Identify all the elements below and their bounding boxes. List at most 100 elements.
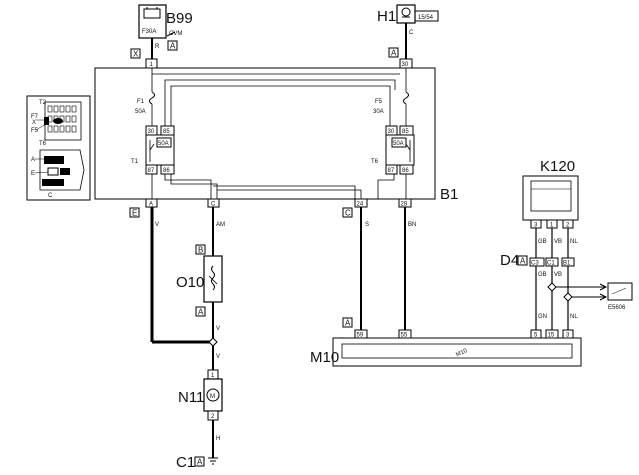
d4-label: D4 <box>500 252 519 269</box>
svg-text:3: 3 <box>534 223 538 229</box>
b1-pin-24: 24 <box>354 198 368 208</box>
svg-text:50A: 50A <box>158 141 169 147</box>
b1-badge-c: C <box>342 207 353 218</box>
wire-label-nl1: NL <box>570 239 578 245</box>
svg-text:E: E <box>31 171 35 177</box>
b99-badge-x: X <box>130 48 141 59</box>
svg-text:A: A <box>31 157 35 163</box>
svg-text:15: 15 <box>548 333 555 339</box>
svg-text:A: A <box>197 458 203 467</box>
b1-internal-wiring <box>95 68 407 200</box>
relay-t6: 30 85 50A T6 87 86 <box>371 125 415 175</box>
junction-node-nl <box>563 292 573 302</box>
relay-t1: 30 85 50A T1 87 86 <box>131 125 175 175</box>
wire-label-vb1: VB <box>554 239 562 245</box>
wire-label-v2: V <box>216 326 220 332</box>
svg-text:55: 55 <box>401 333 408 339</box>
svg-text:F5: F5 <box>31 128 39 134</box>
svg-text:C1: C1 <box>547 261 555 267</box>
svg-text:X: X <box>133 50 139 59</box>
svg-text:X: X <box>32 120 36 126</box>
svg-text:28: 28 <box>401 202 408 208</box>
svg-text:A: A <box>345 319 351 328</box>
svg-text:T2: T2 <box>39 100 47 106</box>
wire-label-c: C <box>409 30 414 36</box>
svg-text:T6: T6 <box>371 159 379 165</box>
wire-label-am: AM <box>216 222 225 228</box>
svg-text:A: A <box>391 49 397 58</box>
svg-text:C: C <box>211 202 216 208</box>
svg-text:F1: F1 <box>137 99 145 105</box>
c1-badge-a: A <box>194 456 205 467</box>
svg-text:B1: B1 <box>563 261 571 267</box>
svg-text:30: 30 <box>402 62 409 68</box>
svg-text:85: 85 <box>402 129 409 135</box>
svg-text:50A: 50A <box>393 141 404 147</box>
svg-text:86: 86 <box>163 168 170 174</box>
wire-label-v1: V <box>155 222 159 228</box>
wire-label-h: H <box>216 436 220 442</box>
svg-text:2: 2 <box>211 414 215 420</box>
svg-text:C3: C3 <box>531 261 539 267</box>
svg-text:B: B <box>198 246 203 255</box>
svg-text:A: A <box>149 202 153 208</box>
wire-label-gn: GN <box>538 314 547 320</box>
wire-label-vb2: VB <box>554 272 562 278</box>
b1-pin-1: 1 <box>145 58 158 69</box>
svg-text:5: 5 <box>534 333 538 339</box>
b99-fuse-label: F30A <box>142 29 156 35</box>
wire-label-s: S <box>365 222 369 228</box>
n11-label: N11 <box>178 389 204 406</box>
battery-icon <box>143 7 161 19</box>
k120-module: 3 1 2 <box>522 175 579 229</box>
svg-text:F7: F7 <box>31 114 39 120</box>
b1-pin-c: C <box>207 198 220 208</box>
d4-badge-a: A <box>517 255 528 266</box>
ground-icon <box>208 457 218 465</box>
b99-cvm-label: CVM <box>169 31 182 37</box>
o10-badge-b: B <box>195 244 206 255</box>
h1-fuse-label: 15/54 <box>418 15 434 21</box>
svg-text:1: 1 <box>550 223 554 229</box>
svg-text:A: A <box>198 308 204 317</box>
b1-badge-e: E <box>129 207 140 218</box>
svg-text:C: C <box>345 209 351 218</box>
d4-connector: C3 C1 B1 <box>529 257 575 267</box>
b1-pin-28: 28 <box>398 198 412 208</box>
svg-text:A: A <box>520 257 526 266</box>
b99-fuse-box: F30A CVM B99 <box>138 4 193 39</box>
o10-label: O10 <box>176 274 204 291</box>
b1-label: B1 <box>440 186 458 203</box>
key-icon <box>401 7 411 18</box>
svg-text:E: E <box>132 209 137 218</box>
e5606-label: E5606 <box>608 305 626 311</box>
svg-text:30A: 30A <box>373 109 384 115</box>
b1-pin-a: A <box>145 198 158 208</box>
b99-badge-a: A <box>167 40 178 51</box>
svg-text:3: 3 <box>566 333 570 339</box>
wire-label-v3: V <box>216 354 220 360</box>
svg-text:86: 86 <box>402 168 409 174</box>
svg-text:87: 87 <box>148 168 155 174</box>
m10-strip-text: M10 <box>455 348 469 359</box>
n11-pin-2: 2 <box>207 410 219 421</box>
o10-badge-a: A <box>195 306 206 317</box>
b1-pin-30: 30 <box>399 58 413 69</box>
wire-label-gb2: GB <box>538 272 547 278</box>
location-inset: T2 F7 X F5 T6 A E C <box>26 95 91 201</box>
svg-text:30: 30 <box>148 129 155 135</box>
svg-text:2: 2 <box>566 223 570 229</box>
k120-label: K120 <box>540 158 575 175</box>
svg-text:50A: 50A <box>135 109 146 115</box>
c1-label: C1 <box>176 454 195 471</box>
svg-text:T6: T6 <box>39 141 47 147</box>
svg-text:M: M <box>210 394 215 400</box>
svg-text:59: 59 <box>357 333 364 339</box>
n11-pin-1: 1 <box>207 369 219 380</box>
svg-text:24: 24 <box>357 202 364 208</box>
motor-icon <box>206 388 220 402</box>
m10-module: M10 59 55 5 15 3 <box>332 329 582 367</box>
fuse-f1: F1 50A <box>135 91 155 115</box>
h1-label: H1 <box>377 8 396 25</box>
b99-label: B99 <box>166 10 193 27</box>
